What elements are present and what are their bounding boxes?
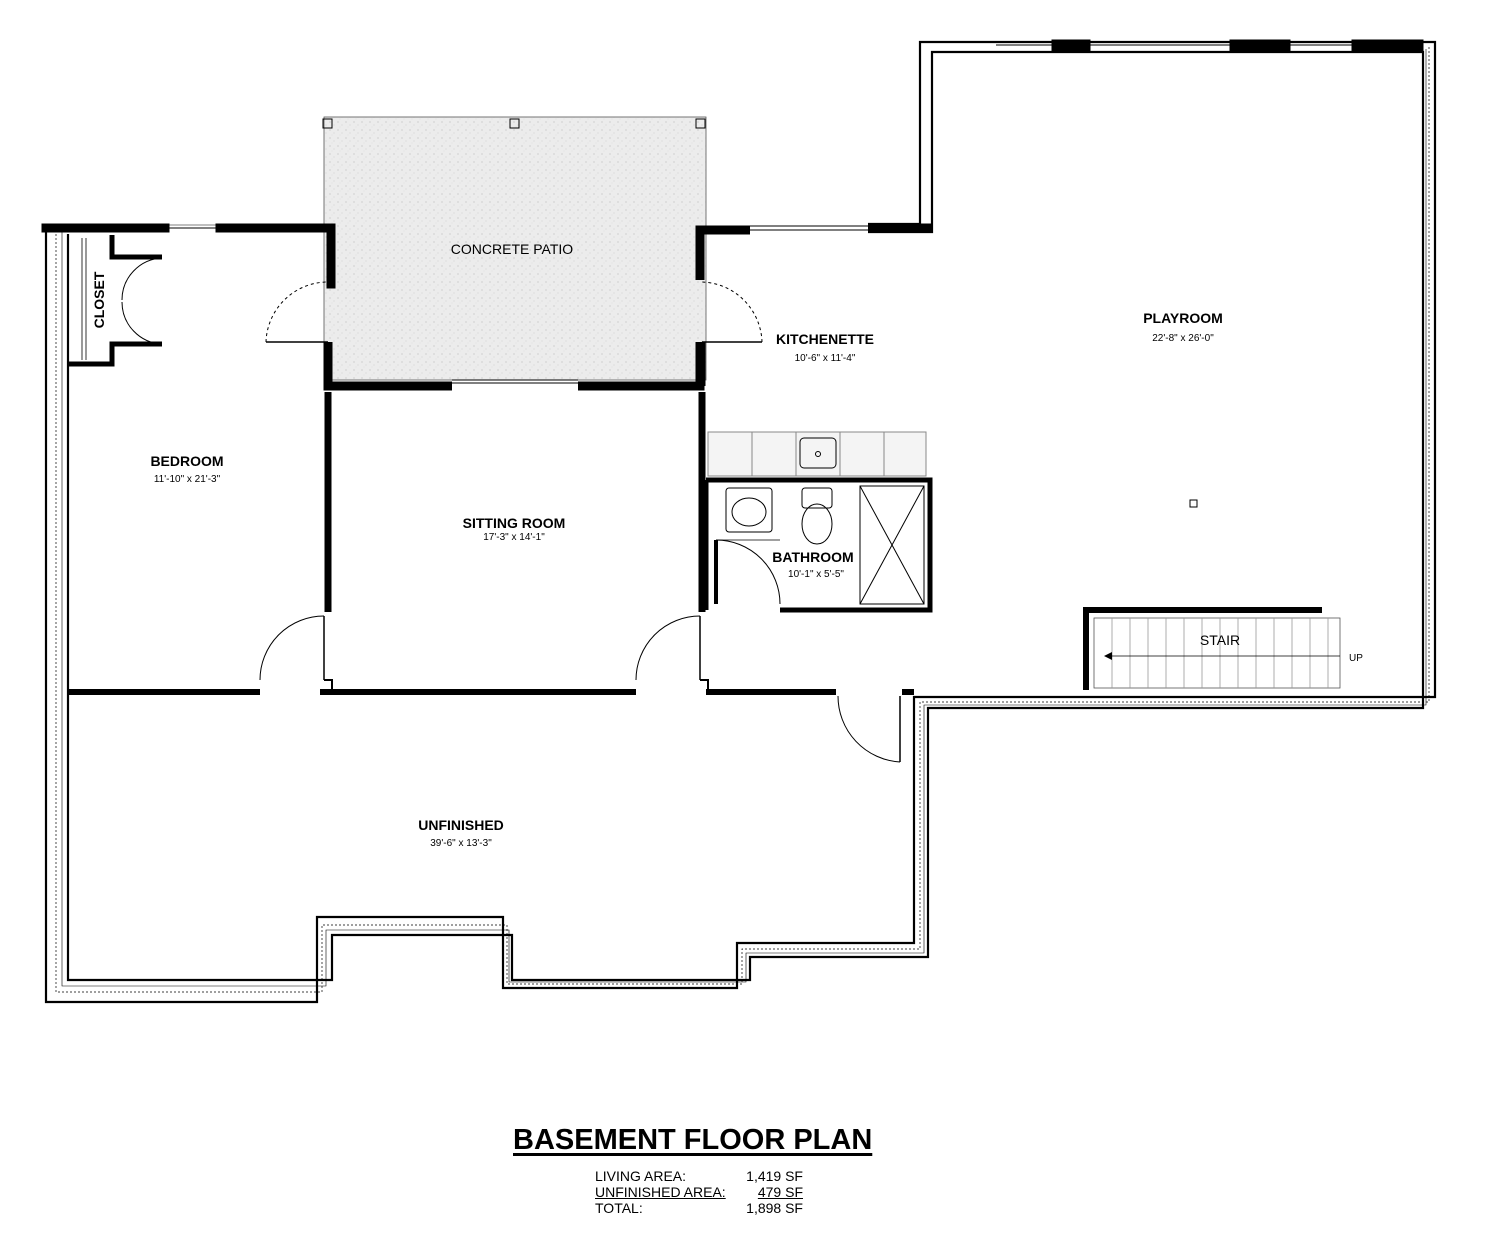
unfinished-label: UNFINISHED <box>418 817 504 833</box>
exterior-walls <box>44 40 1437 1004</box>
shower-icon <box>859 485 925 605</box>
bathroom-label: BATHROOM <box>772 549 853 565</box>
unfinished-dims: 39'-6" x 13'-3" <box>430 838 492 849</box>
sink-icon <box>731 497 767 527</box>
concrete-patio <box>322 116 707 381</box>
arrow-left-icon <box>1104 652 1112 660</box>
patio-post-icon <box>509 118 520 129</box>
playroom-label: PLAYROOM <box>1143 310 1223 326</box>
area-value: 1,419 SF <box>746 1168 803 1184</box>
closet-label: CLOSET <box>91 271 107 328</box>
patio-label: CONCRETE PATIO <box>451 241 573 257</box>
interior-walls <box>41 39 1424 695</box>
kitchenette-label: KITCHENETTE <box>776 331 874 347</box>
bedroom-label: BEDROOM <box>150 453 223 469</box>
area-row-living: LIVING AREA: 1,419 SF <box>595 1168 805 1184</box>
area-row-total: TOTAL: 1,898 SF <box>595 1200 805 1216</box>
bathroom-dims: 10'-1" x 5'-5" <box>788 569 844 580</box>
sink-icon <box>799 437 837 469</box>
stair-direction-label: UP <box>1349 653 1363 664</box>
area-label: LIVING AREA: <box>595 1168 687 1184</box>
kitchenette-counter <box>707 431 927 477</box>
sitting-room-dims: 17'-3" x 14'-1" <box>483 532 545 543</box>
plan-title: BASEMENT FLOOR PLAN <box>513 1124 873 1156</box>
patio-post-icon <box>695 118 706 129</box>
doors <box>121 257 901 763</box>
stair-label: STAIR <box>1200 632 1240 648</box>
bathroom-fixtures <box>725 485 925 605</box>
area-row-unfinished: UNFINISHED AREA: 479 SF <box>595 1184 805 1200</box>
bedroom-dims: 11'-10" x 21'-3" <box>154 474 221 485</box>
floor-drain-icon <box>1189 499 1198 508</box>
sitting-room-label: SITTING ROOM <box>463 515 566 531</box>
stair <box>1093 617 1341 689</box>
area-value: 1,898 SF <box>746 1200 803 1216</box>
area-label: TOTAL: <box>595 1200 643 1216</box>
kitchenette-dims: 10'-6" x 11'-4" <box>795 353 856 364</box>
toilet-icon <box>801 503 833 545</box>
playroom-dims: 22'-8" x 26'-0" <box>1152 333 1214 344</box>
area-value: 479 SF <box>757 1184 803 1200</box>
patio-post-icon <box>322 118 333 129</box>
area-label: UNFINISHED AREA: <box>595 1184 726 1200</box>
